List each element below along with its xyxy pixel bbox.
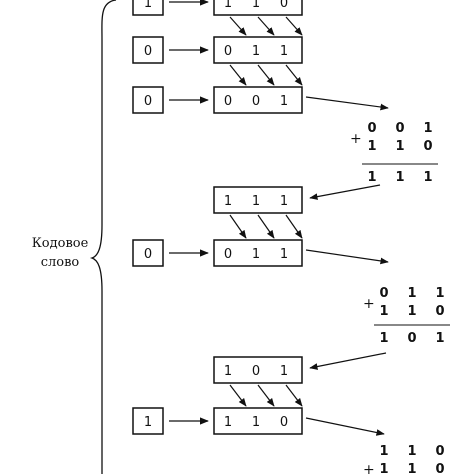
shift-arrow — [285, 214, 303, 239]
input-bit-box — [132, 407, 164, 435]
register-box — [213, 356, 303, 384]
register-bit: 1 — [252, 415, 260, 430]
shift-arrow — [229, 384, 247, 407]
addend-bit: 1 — [367, 139, 376, 154]
addend-bit: 1 — [407, 304, 416, 319]
shift-arrow — [257, 16, 275, 36]
register-bit: 1 — [280, 194, 288, 209]
addend-bit: 1 — [435, 286, 444, 301]
to-adder-arrow — [305, 96, 389, 111]
shift-arrow — [229, 214, 247, 239]
shift-arrow — [257, 214, 275, 239]
input-bit: 0 — [144, 94, 152, 109]
register-bit: 1 — [224, 364, 232, 379]
input-bit-box — [132, 36, 164, 64]
to-adder-arrow — [305, 417, 385, 436]
codeword-label-line-2: слово — [40, 255, 80, 270]
addend-bit: 0 — [395, 121, 404, 136]
addend-bit: 0 — [435, 444, 444, 459]
addend-bit: 0 — [379, 286, 388, 301]
to-adder-arrow — [305, 249, 389, 265]
shift-arrow — [285, 16, 303, 36]
addend-bit: 1 — [395, 139, 404, 154]
addend-bit: 1 — [379, 444, 388, 459]
register-bit: 0 — [252, 94, 260, 109]
sum-bit: 0 — [407, 331, 416, 346]
shift-arrow — [229, 64, 247, 86]
plus-sign: + — [350, 131, 362, 147]
sum-bit: 1 — [395, 170, 404, 185]
register-box — [213, 0, 303, 16]
addend-bit: 0 — [367, 121, 376, 136]
register-bit: 0 — [252, 364, 260, 379]
shift-arrow — [285, 384, 303, 407]
input-bit: 0 — [144, 44, 152, 59]
codeword-label: Кодовое слово — [18, 234, 102, 272]
register-box — [213, 239, 303, 267]
register-bit: 1 — [280, 94, 288, 109]
register-bit: 1 — [280, 364, 288, 379]
sum-bit: 1 — [379, 331, 388, 346]
register-bit: 1 — [252, 247, 260, 262]
register-bit: 1 — [224, 415, 232, 430]
shift-arrow — [257, 64, 275, 86]
plus-sign: + — [363, 296, 375, 312]
register-box — [213, 86, 303, 114]
addend-bit: 0 — [435, 304, 444, 319]
input-bit: 0 — [144, 247, 152, 262]
input-bit-box — [132, 239, 164, 267]
addend-bit: 1 — [423, 121, 432, 136]
input-bit-box — [132, 0, 164, 16]
register-bit: 0 — [280, 415, 288, 430]
register-bit: 0 — [224, 247, 232, 262]
register-bit: 0 — [280, 0, 288, 11]
codeword-label-line-1: Кодовое — [31, 236, 89, 251]
addend-bit: 1 — [407, 444, 416, 459]
register-bit: 1 — [280, 44, 288, 59]
sum-bit: 1 — [367, 170, 376, 185]
register-bit: 1 — [252, 44, 260, 59]
register-bit: 1 — [252, 194, 260, 209]
addend-bit: 1 — [379, 304, 388, 319]
register-bit: 1 — [224, 194, 232, 209]
from-adder-arrow — [309, 352, 387, 370]
register-bit: 0 — [224, 44, 232, 59]
shift-arrow — [257, 384, 275, 407]
register-bit: 1 — [252, 0, 260, 11]
register-box — [213, 407, 303, 435]
input-bit: 1 — [144, 415, 152, 430]
sum-bit: 1 — [435, 331, 444, 346]
input-bit-box — [132, 86, 164, 114]
register-box — [213, 36, 303, 64]
plus-sign: + — [363, 462, 375, 474]
register-bit: 1 — [224, 0, 232, 11]
register-bit: 0 — [224, 94, 232, 109]
input-bit: 1 — [144, 0, 152, 11]
shift-arrow — [229, 16, 247, 36]
addend-bit: 1 — [379, 462, 388, 474]
addend-bit: 1 — [407, 286, 416, 301]
codeword-brace — [89, 0, 117, 474]
from-adder-arrow — [309, 184, 381, 200]
shift-arrow — [285, 64, 303, 86]
addend-bit: 1 — [407, 462, 416, 474]
register-bit: 1 — [280, 247, 288, 262]
addend-bit: 0 — [423, 139, 432, 154]
addend-bit: 0 — [435, 462, 444, 474]
sum-bit: 1 — [423, 170, 432, 185]
register-box — [213, 186, 303, 214]
